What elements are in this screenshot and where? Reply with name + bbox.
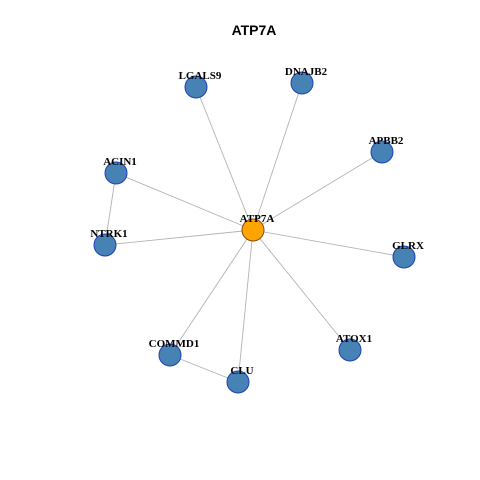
node-dnajb2[interactable] bbox=[290, 71, 314, 95]
edge-atp7a-ntrk1 bbox=[104, 229, 254, 246]
edge-atp7a-apbb2 bbox=[252, 151, 383, 231]
edge-layer bbox=[104, 82, 405, 383]
node-label-ntrk1: NTRK1 bbox=[90, 228, 127, 240]
node-lgals9[interactable] bbox=[184, 75, 208, 99]
node-label-dnajb2: DNAJB2 bbox=[285, 66, 328, 78]
node-ntrk1[interactable] bbox=[93, 233, 117, 257]
node-apbb2[interactable] bbox=[370, 140, 394, 164]
node-acin1[interactable] bbox=[104, 161, 128, 185]
node-label-atp7a: ATP7A bbox=[240, 213, 275, 225]
edge-atp7a-commd1 bbox=[169, 229, 254, 356]
node-label-lgals9: LGALS9 bbox=[179, 70, 222, 82]
node-clu[interactable] bbox=[226, 370, 250, 394]
edge-commd1-clu bbox=[169, 354, 239, 383]
edge-atp7a-lgals9 bbox=[195, 86, 254, 231]
node-label-acin1: ACIN1 bbox=[103, 156, 137, 168]
edge-atp7a-acin1 bbox=[115, 172, 254, 231]
node-atox1[interactable] bbox=[338, 338, 362, 362]
edge-acin1-ntrk1 bbox=[104, 172, 117, 246]
node-layer bbox=[93, 71, 416, 394]
node-glrx[interactable] bbox=[392, 245, 416, 269]
node-label-clu: CLU bbox=[230, 365, 253, 377]
node-label-atox1: ATOX1 bbox=[336, 333, 372, 345]
node-label-glrx: GLRX bbox=[392, 240, 424, 252]
edge-atp7a-atox1 bbox=[252, 229, 351, 351]
edge-atp7a-clu bbox=[237, 229, 254, 383]
node-atp7a[interactable] bbox=[241, 218, 265, 242]
diagram-title: ATP7A bbox=[232, 22, 277, 38]
node-label-apbb2: APBB2 bbox=[369, 135, 404, 147]
node-label-commd1: COMMD1 bbox=[149, 338, 200, 350]
edge-atp7a-dnajb2 bbox=[252, 82, 303, 231]
edge-atp7a-glrx bbox=[252, 229, 405, 258]
node-commd1[interactable] bbox=[158, 343, 182, 367]
